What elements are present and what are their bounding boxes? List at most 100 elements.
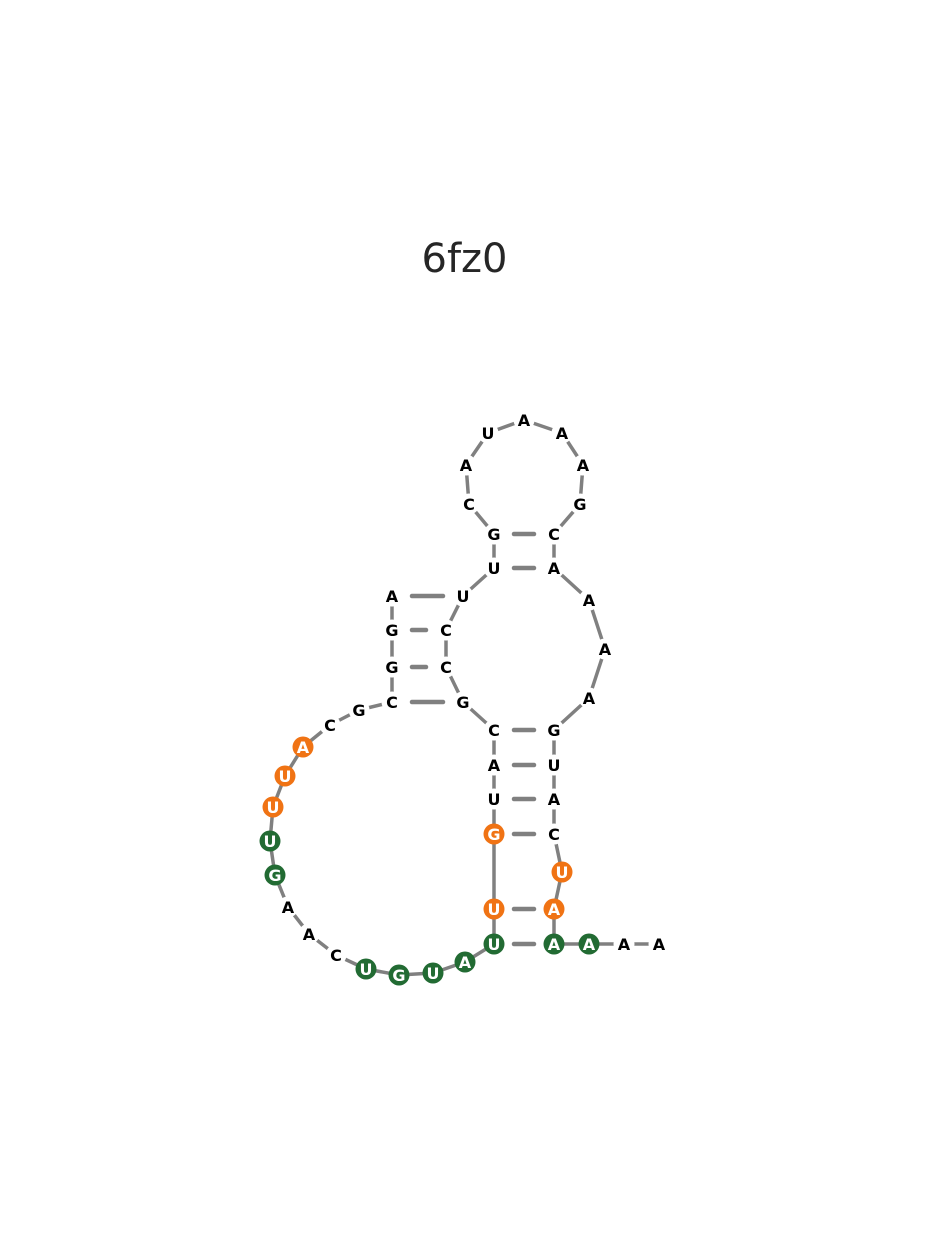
nucleotide: C <box>543 823 565 845</box>
nucleotide-marker <box>274 765 296 787</box>
nucleotide-label: U <box>556 863 569 882</box>
nucleotide-label: U <box>488 935 501 954</box>
nucleotide-label: G <box>385 658 398 677</box>
nucleotide: A <box>277 896 299 918</box>
nucleotide-marker <box>594 638 616 660</box>
nucleotide-label: U <box>457 587 470 606</box>
nucleotide-label: A <box>303 925 316 944</box>
nucleotide: C <box>319 714 341 736</box>
nucleotide-marker <box>458 493 480 515</box>
nucleotide-marker <box>319 714 341 736</box>
nucleotide-label: C <box>386 693 398 712</box>
nucleotide-marker <box>578 933 600 955</box>
nucleotide-label: G <box>385 621 398 640</box>
nucleotide: A <box>513 409 535 431</box>
nucleotide: G <box>264 864 286 886</box>
nucleotide-label: C <box>548 825 560 844</box>
nucleotide: C <box>435 656 457 678</box>
nucleotide-marker <box>348 699 370 721</box>
nucleotide: A <box>483 754 505 776</box>
nucleotide-label: A <box>518 411 531 430</box>
nucleotide: A <box>298 923 320 945</box>
nucleotide: C <box>435 619 457 641</box>
nucleotide: A <box>543 898 565 920</box>
nucleotide: U <box>355 958 377 980</box>
nucleotide-marker <box>483 788 505 810</box>
nucleotide-marker <box>572 454 594 476</box>
nucleotide: U <box>452 585 474 607</box>
nucleotide-label: A <box>583 689 596 708</box>
nucleotide: A <box>613 933 635 955</box>
nucleotide: U <box>477 422 499 444</box>
nucleotide-marker <box>483 719 505 741</box>
nucleotide-marker <box>264 864 286 886</box>
nucleotide: C <box>483 719 505 741</box>
nucleotide: C <box>325 944 347 966</box>
nucleotide: A <box>578 933 600 955</box>
nucleotide-marker <box>569 493 591 515</box>
nucleotide-label: G <box>392 966 405 985</box>
nucleotide-label: C <box>440 621 452 640</box>
nucleotide-marker <box>543 788 565 810</box>
nucleotide-label: G <box>573 495 586 514</box>
nucleotide-marker <box>277 896 299 918</box>
nucleotide-marker <box>422 962 444 984</box>
nucleotide-label: A <box>282 898 295 917</box>
nucleotide: G <box>388 964 410 986</box>
nucleotide-label: C <box>330 946 342 965</box>
nucleotide: G <box>452 691 474 713</box>
nucleotide-label: A <box>460 456 473 475</box>
nucleotide: G <box>543 719 565 741</box>
nucleotide: U <box>262 796 284 818</box>
nucleotide: U <box>543 754 565 776</box>
nucleotide-label: A <box>599 640 612 659</box>
nucleotide-marker <box>455 454 477 476</box>
nucleotide-marker <box>454 951 476 973</box>
nucleotide-marker <box>543 719 565 741</box>
nucleotide: G <box>348 699 370 721</box>
nucleotide-marker <box>483 754 505 776</box>
nucleotide: U <box>483 898 505 920</box>
nucleotide-label: U <box>279 767 292 786</box>
nucleotide-label: A <box>548 790 561 809</box>
nucleotide-label: U <box>488 900 501 919</box>
nucleotide: A <box>578 687 600 709</box>
nucleotide: A <box>578 589 600 611</box>
nucleotide-marker <box>543 898 565 920</box>
nucleotide-label: A <box>618 935 631 954</box>
nucleotide-marker <box>543 557 565 579</box>
nucleotide-label: U <box>488 790 501 809</box>
nucleotide: G <box>483 523 505 545</box>
nucleotide: G <box>381 619 403 641</box>
nucleotide: A <box>543 788 565 810</box>
nucleotide: A <box>454 951 476 973</box>
nucleotide-marker <box>578 589 600 611</box>
nucleotide: A <box>381 585 403 607</box>
nucleotide: A <box>292 736 314 758</box>
nucleotide-label: C <box>324 716 336 735</box>
nucleotide-label: A <box>556 424 569 443</box>
nucleotide-marker <box>381 691 403 713</box>
nucleotide-label: U <box>267 798 280 817</box>
nucleotide-label: A <box>459 953 472 972</box>
nucleotide-label: A <box>548 559 561 578</box>
nucleotide-label: A <box>297 738 310 757</box>
nucleotide-label: A <box>583 591 596 610</box>
nucleotide-marker <box>388 964 410 986</box>
nucleotide-label: C <box>463 495 475 514</box>
nucleotide: U <box>483 557 505 579</box>
nucleotide-marker <box>513 409 535 431</box>
nucleotide: A <box>572 454 594 476</box>
nucleotide-marker <box>325 944 347 966</box>
nucleotide-marker <box>292 736 314 758</box>
nucleotide: G <box>381 656 403 678</box>
nucleotide-label: A <box>488 756 501 775</box>
nucleotide: U <box>422 962 444 984</box>
nucleotide: G <box>569 493 591 515</box>
nucleotide-marker <box>435 619 457 641</box>
nucleotide-label: U <box>482 424 495 443</box>
nucleotide-label: G <box>268 866 281 885</box>
nucleotide: U <box>483 788 505 810</box>
nucleotide-label: U <box>264 832 277 851</box>
nucleotide-label: G <box>547 721 560 740</box>
